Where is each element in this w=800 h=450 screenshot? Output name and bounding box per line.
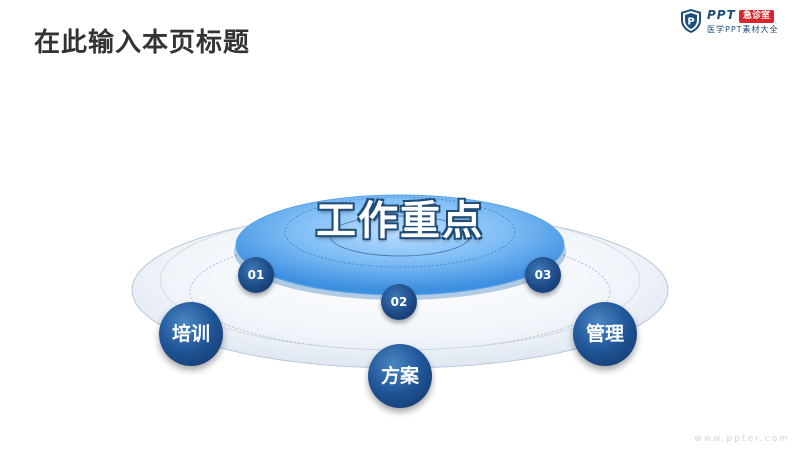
- inner-ring-2: [329, 215, 471, 257]
- vertical-lines: [190, 103, 609, 325]
- svg-text:P: P: [687, 17, 694, 28]
- logo-badge: 急诊室: [739, 10, 775, 23]
- marker-02: 02: [381, 284, 417, 320]
- logo-brand: PPT: [707, 8, 736, 22]
- center-label: 工作重点: [316, 198, 484, 244]
- topic-training: 培训: [159, 302, 223, 366]
- outer-disc-dotted-ring: [189, 233, 611, 351]
- marker-01: 01: [238, 257, 274, 293]
- topic-management: 管理: [573, 302, 637, 366]
- topic-plan: 方案: [368, 344, 432, 408]
- shield-p-icon: P: [681, 9, 701, 33]
- brand-logo: P PPT 急诊室 医学PPT素材大全: [677, 8, 795, 36]
- watermark: www.ppter.com: [694, 434, 790, 444]
- logo-tagline: 医学PPT素材大全: [707, 25, 779, 34]
- marker-03: 03: [525, 257, 561, 293]
- inner-ring-1: [284, 196, 516, 268]
- page-title: 在此输入本页标题: [34, 28, 251, 58]
